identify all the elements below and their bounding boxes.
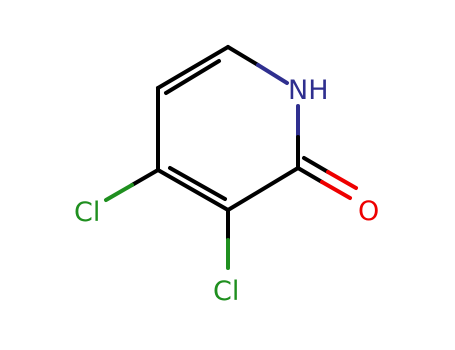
bond-c6-n1-a: [226, 45, 260, 67]
bond-c4-cl-b: [104, 183, 134, 202]
bond-c2-o-a1: [296, 166, 324, 184]
bond-c2-o-b2: [326, 170, 358, 190]
bond-c2-o-a2: [320, 180, 352, 200]
atom-label-cl-3: Cl: [213, 276, 239, 307]
bond-c4-c3: [156, 168, 230, 212]
bond-c6-c5: [156, 45, 230, 90]
atom-label-nh: NH: [288, 75, 329, 106]
bond-c4-cl-a: [130, 168, 160, 187]
bond-c2-o-b1: [302, 156, 330, 174]
atom-label-o: O: [358, 196, 379, 227]
bond-c4-c3-inner: [168, 166, 227, 201]
bond-c6-c5-inner: [164, 59, 221, 95]
atom-label-cl-4: Cl: [74, 197, 100, 228]
bond-c3-c2: [226, 166, 300, 212]
bond-c6-n1-b: [256, 63, 289, 85]
